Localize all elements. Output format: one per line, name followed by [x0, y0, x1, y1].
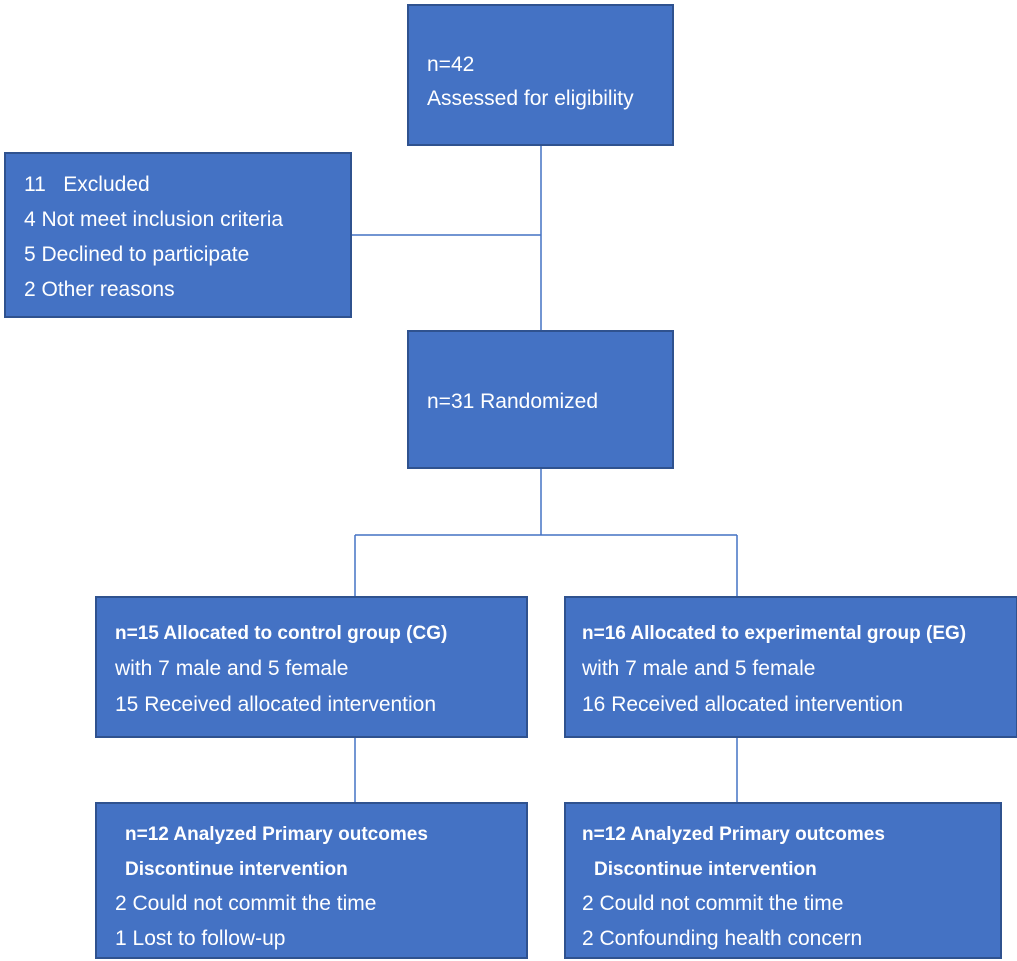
- control-allocation-box: n=15 Allocated to control group (CG) wit…: [95, 596, 528, 738]
- randomized-box: n=31 Randomized: [407, 330, 674, 469]
- experimental-allocation-received: 16 Received allocated intervention: [582, 693, 904, 716]
- control-allocation-title: n=15 Allocated to control group (CG): [115, 623, 448, 644]
- experimental-allocation-box: n=16 Allocated to experimental group (EG…: [564, 596, 1017, 738]
- experimental-allocation-gender: with 7 male and 5 female: [582, 657, 816, 680]
- control-analysis-title: n=12 Analyzed Primary outcomes: [125, 824, 428, 845]
- experimental-analysis-time: 2 Could not commit the time: [582, 892, 844, 915]
- control-analysis-followup: 1 Lost to follow-up: [115, 927, 286, 950]
- experimental-analysis-discontinue: Discontinue intervention: [594, 859, 817, 880]
- experimental-analysis-health: 2 Confounding health concern: [582, 927, 863, 950]
- excluded-box: 11 Excluded 4 Not meet inclusion criteri…: [4, 152, 352, 318]
- control-allocation-gender: with 7 male and 5 female: [115, 657, 349, 680]
- control-analysis-box: n=12 Analyzed Primary outcomes Discontin…: [95, 802, 528, 959]
- control-allocation-received: 15 Received allocated intervention: [115, 693, 437, 716]
- screening-count: n=42: [427, 53, 475, 76]
- excluded-reason-inclusion: 4 Not meet inclusion criteria: [24, 208, 284, 231]
- screening-box: n=42 Assessed for eligibility: [407, 4, 674, 146]
- excluded-reason-declined: 5 Declined to participate: [24, 243, 250, 266]
- experimental-allocation-title: n=16 Allocated to experimental group (EG…: [582, 623, 967, 644]
- excluded-reason-other: 2 Other reasons: [24, 278, 175, 301]
- randomized-label: n=31 Randomized: [427, 390, 599, 413]
- experimental-analysis-title: n=12 Analyzed Primary outcomes: [582, 824, 885, 845]
- experimental-analysis-box: n=12 Analyzed Primary outcomes Discontin…: [564, 802, 1002, 959]
- excluded-total: 11 Excluded: [24, 173, 150, 196]
- control-analysis-time: 2 Could not commit the time: [115, 892, 377, 915]
- control-analysis-discontinue: Discontinue intervention: [125, 859, 348, 880]
- screening-label: Assessed for eligibility: [427, 87, 634, 110]
